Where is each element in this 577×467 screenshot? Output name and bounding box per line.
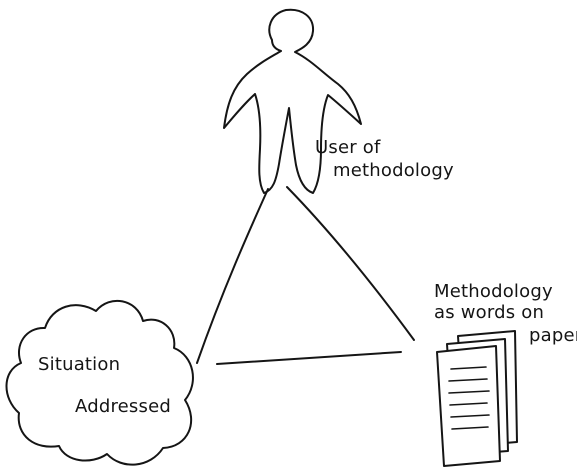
document-text-line: [450, 414, 490, 418]
user-label-line-2: methodology: [333, 160, 454, 181]
document-front-sheet: [436, 345, 501, 467]
methodology-label-line-2: as words on: [434, 302, 544, 323]
relationship-triangle: [196, 186, 415, 365]
user-to-situation-line: [196, 188, 269, 364]
document-text-line: [450, 366, 487, 370]
user-to-methodology-line: [286, 186, 415, 341]
document-text-line: [451, 426, 489, 430]
situation-to-methodology-line: [216, 351, 402, 365]
user-label: User of methodology: [315, 137, 454, 181]
person-outline: [223, 8, 362, 194]
document-text-line: [448, 390, 490, 394]
cloud-icon: [5, 299, 194, 466]
methodology-label: Methodology as words on paper: [434, 281, 577, 346]
methodology-label-line-1: Methodology: [434, 281, 553, 302]
situation-label-line-1: Situation: [38, 354, 120, 375]
document-text-line: [448, 378, 488, 382]
documents-icon: [436, 330, 518, 467]
situation-label: Situation Addressed: [38, 354, 171, 417]
situation-label-line-2: Addressed: [75, 396, 171, 417]
situation-cloud-outline: [5, 299, 194, 466]
document-text-line: [449, 402, 488, 406]
person-icon: [223, 8, 362, 194]
methodology-label-line-3: paper: [529, 325, 577, 346]
user-label-line-1: User of: [315, 137, 381, 158]
